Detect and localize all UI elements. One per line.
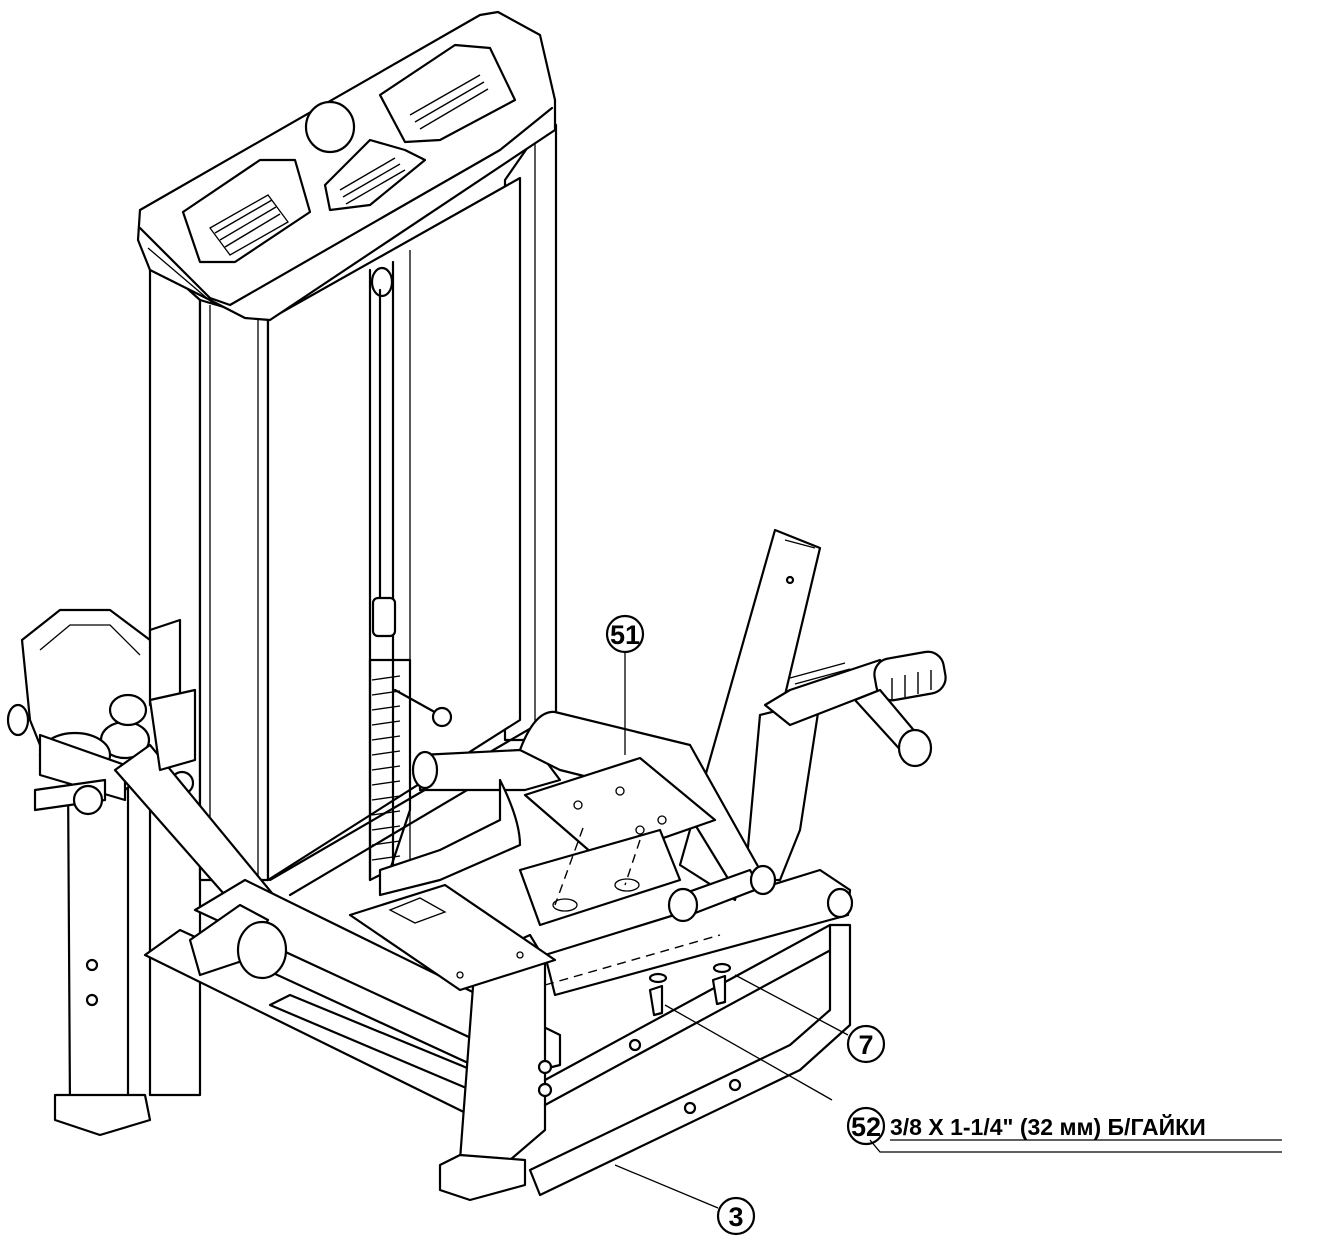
callout-52: 52 xyxy=(846,1106,886,1146)
callout-7: 7 xyxy=(846,1024,886,1064)
top-shroud xyxy=(136,10,557,322)
callout-7-label: 7 xyxy=(858,1030,873,1060)
callout-3: 3 xyxy=(716,1196,756,1236)
bolts xyxy=(544,827,732,1052)
callout-3-label: 3 xyxy=(728,1202,743,1232)
callout-52-label: 52 xyxy=(851,1112,881,1142)
weight-tower xyxy=(148,116,558,1097)
callout-51-label: 51 xyxy=(610,620,640,650)
leader-lines xyxy=(614,652,1282,1209)
callout-51: 51 xyxy=(605,614,645,654)
seat-frame xyxy=(348,710,777,992)
bolt-spec-text: 3/8 X 1-1/4" (32 мм) Б/ГАЙКИ xyxy=(890,1113,1206,1140)
handles xyxy=(763,650,947,768)
